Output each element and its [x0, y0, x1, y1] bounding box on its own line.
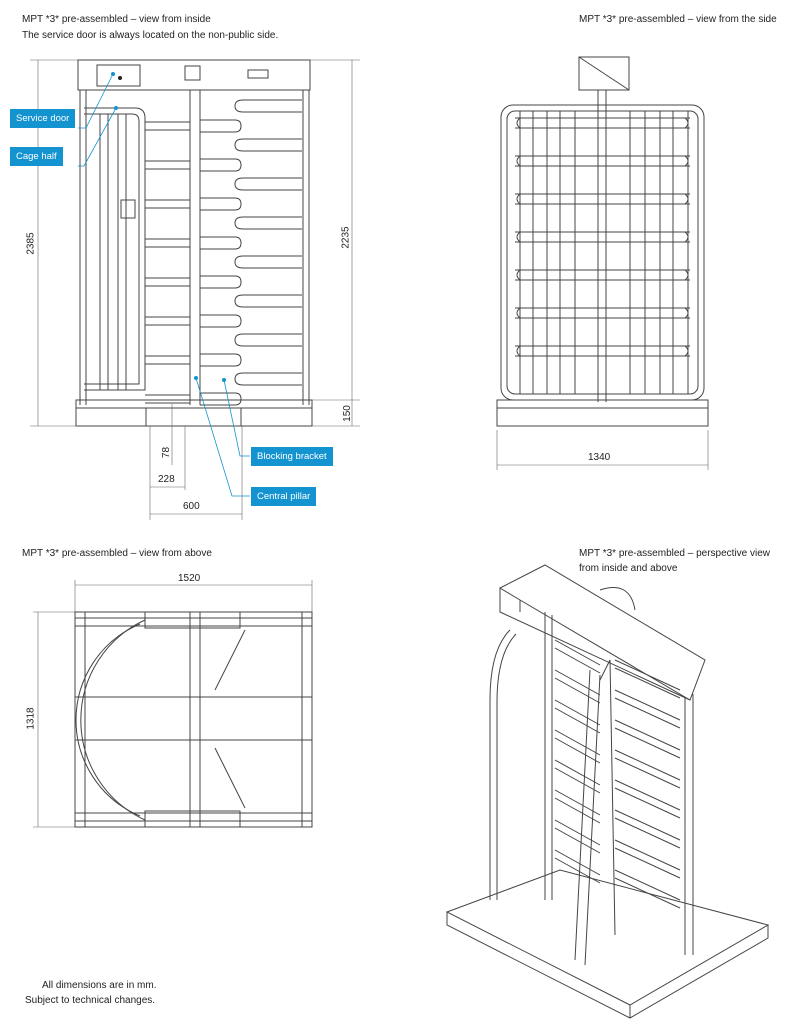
cage-bar	[614, 659, 681, 699]
cage-bar-loop	[200, 197, 242, 211]
dimension-above-width: 1520	[178, 573, 201, 584]
callout-service-door: Service door	[10, 109, 76, 128]
cage-bar	[515, 193, 690, 205]
cage-bar	[145, 277, 190, 287]
inside-view-title: MPT *3* pre-assembled – view from inside	[22, 14, 211, 25]
cage-bar	[145, 199, 190, 209]
cage-bar	[515, 155, 690, 167]
callout-central-pillar: Central pillar	[251, 487, 317, 506]
cage-bar	[614, 869, 681, 909]
cage-bar	[515, 307, 690, 319]
cage-bar-loop	[234, 138, 302, 152]
cage-bar	[614, 749, 681, 789]
footer-changes-note: Subject to technical changes.	[25, 995, 156, 1006]
cage-bar-loop	[234, 294, 302, 308]
above-view-title: MPT *3* pre-assembled – view from above	[22, 548, 212, 559]
cage-bar	[515, 269, 690, 281]
view-from-inside-drawing	[75, 59, 313, 427]
side-view-title: MPT *3* pre-assembled – view from the si…	[579, 14, 777, 25]
dimension-above-depth: 1318	[25, 707, 37, 730]
cage-bar-end	[516, 345, 689, 357]
cage-bar-loop	[234, 255, 302, 269]
cage-bar	[614, 839, 681, 879]
cage-rod	[599, 659, 616, 936]
cage-bar	[614, 689, 681, 729]
cage-bar-loop	[234, 372, 302, 386]
callout-leaders	[78, 72, 250, 497]
perspective-view-title: MPT *3* pre-assembled – perspective view	[579, 548, 771, 559]
view-from-side-drawing	[496, 56, 709, 470]
cage-bar	[554, 729, 601, 764]
dimension-offset: 78	[161, 446, 173, 459]
cage-bar	[614, 779, 681, 819]
cage-bar	[515, 345, 690, 357]
dimension-width-base: 600	[183, 501, 200, 512]
inside-view-note: The service door is always located on th…	[22, 30, 279, 41]
central-pillar	[574, 669, 601, 966]
cage-bar	[554, 849, 601, 884]
cage-bar	[145, 355, 190, 365]
cage-bar	[515, 117, 690, 129]
cage-bar	[145, 316, 190, 326]
cage-bar	[145, 238, 190, 248]
cage-bar	[145, 394, 190, 404]
perspective-view-drawing	[445, 564, 770, 1019]
cage-bar-end	[516, 117, 689, 129]
cage-bar-loop	[200, 353, 242, 367]
cage-bar	[145, 160, 190, 170]
callout-blocking-bracket: Blocking bracket	[251, 447, 333, 466]
cage-bar-end	[516, 231, 689, 243]
cage-bar-end	[516, 269, 689, 281]
cage-bar-end	[516, 193, 689, 205]
callout-cage-half: Cage half	[10, 147, 63, 166]
dimension-total-height: 2385	[25, 232, 37, 255]
cage-bar-loop	[200, 119, 242, 133]
cage-bar-loop	[200, 275, 242, 289]
cage-bar-loop	[200, 314, 242, 328]
footer-dimensions-note: All dimensions are in mm.	[42, 980, 157, 991]
cage-bar-loop	[200, 158, 242, 172]
front-dimension-lines	[30, 59, 360, 520]
cage-bar	[554, 669, 601, 704]
cage-bar	[554, 759, 601, 794]
dimension-width-small: 228	[158, 474, 175, 485]
cage-bar	[145, 121, 190, 131]
cage-bar-loop	[234, 99, 302, 113]
cage-bar-loop	[234, 333, 302, 347]
cage-bar	[614, 809, 681, 849]
perspective-view-subtitle: from inside and above	[579, 563, 678, 574]
cage-bar	[554, 699, 601, 734]
cage-bar	[515, 231, 690, 243]
cage-bar-loop	[234, 177, 302, 191]
cage-bar-end	[516, 307, 689, 319]
cage-bar	[614, 719, 681, 759]
dimension-side-width: 1340	[588, 452, 611, 463]
cage-bar	[554, 639, 601, 674]
cage-bar-loop	[234, 216, 302, 230]
cage-bar-loop	[200, 236, 242, 250]
dimension-inner-height: 2235	[340, 226, 352, 249]
cage-bar-loop	[200, 392, 242, 406]
cage-bar	[554, 819, 601, 854]
view-from-above-drawing	[33, 580, 313, 828]
cage-bar-end	[516, 155, 689, 167]
dimension-base-height: 150	[341, 405, 353, 422]
